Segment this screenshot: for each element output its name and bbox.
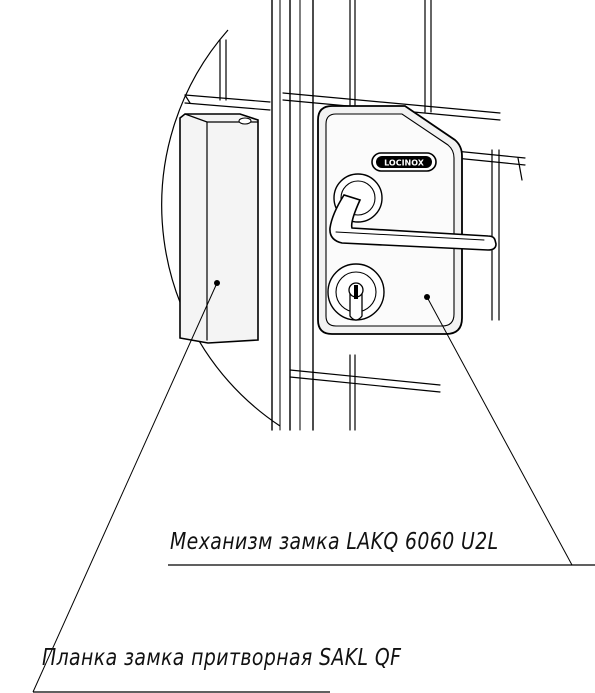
strike-plate	[179, 113, 259, 344]
detail-circle-outline	[161, 29, 281, 427]
svg-text:LOCINOX: LOCINOX	[384, 159, 425, 168]
strike-plate-label: Планка замка притворная SAKL QF	[42, 645, 402, 671]
leader-lock-mechanism	[426, 296, 573, 566]
lock-body	[317, 105, 497, 335]
lock-mechanism-label: Механизм замка LAKQ 6060 U2L	[170, 529, 499, 555]
gate-post	[219, 0, 500, 431]
leader-strike-plate	[32, 282, 218, 693]
locinox-logo: LOCINOX	[371, 152, 437, 172]
callout-leaders	[32, 282, 573, 693]
